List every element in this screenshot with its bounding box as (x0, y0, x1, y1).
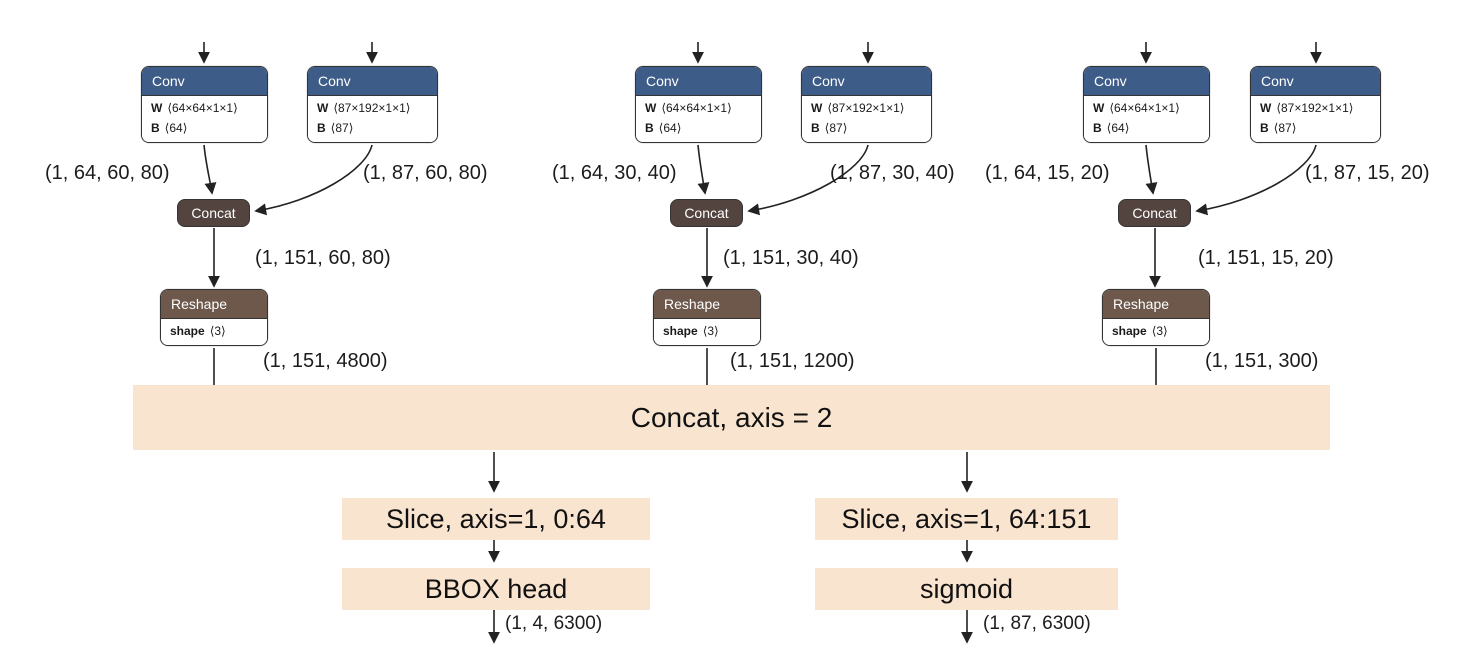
param-value: ⟨87⟩ (330, 121, 354, 135)
reshape-node-title: Reshape (1103, 290, 1209, 319)
param-value: ⟨64⟩ (1106, 121, 1130, 135)
param-key: W (1093, 101, 1105, 115)
param-value: ⟨3⟩ (1151, 324, 1168, 338)
tensor-shape-label: (1, 87, 60, 80) (363, 162, 488, 184)
tensor-shape-label: (1, 151, 30, 40) (723, 247, 859, 269)
param-value: ⟨3⟩ (209, 324, 226, 338)
bbox-head-box[interactable]: BBOX head (342, 568, 650, 610)
param-value: ⟨64⟩ (164, 121, 188, 135)
conv-node-params: W ⟨87×192×1×1⟩ B ⟨87⟩ (308, 96, 437, 142)
param-key: shape (170, 324, 205, 338)
reshape-node-params: shape ⟨3⟩ (161, 319, 267, 345)
param-key: shape (663, 324, 698, 338)
conv-node-title: Conv (142, 67, 267, 96)
tensor-shape-label: (1, 64, 60, 80) (45, 162, 170, 184)
output-shape-label: (1, 87, 6300) (983, 613, 1091, 634)
param-key: B (811, 121, 820, 135)
sigmoid-box[interactable]: sigmoid (815, 568, 1118, 610)
reshape-node-params: shape ⟨3⟩ (654, 319, 760, 345)
param-value: ⟨64×64×1×1⟩ (1109, 101, 1180, 115)
param-key: B (1260, 121, 1269, 135)
reshape-node[interactable]: Reshape shape ⟨3⟩ (653, 289, 761, 346)
tensor-shape-label: (1, 151, 4800) (263, 350, 388, 372)
param-key: W (1260, 101, 1272, 115)
conv-node-params: W ⟨64×64×1×1⟩ B ⟨64⟩ (142, 96, 267, 142)
param-key: B (317, 121, 326, 135)
conv-node-title: Conv (308, 67, 437, 96)
param-key: W (645, 101, 657, 115)
reshape-node[interactable]: Reshape shape ⟨3⟩ (160, 289, 268, 346)
param-value: ⟨3⟩ (702, 324, 719, 338)
param-value: ⟨87×192×1×1⟩ (1276, 101, 1354, 115)
param-value: ⟨87×192×1×1⟩ (827, 101, 905, 115)
slice-box[interactable]: Slice, axis=1, 0:64 (342, 498, 650, 540)
conv-node-params: W ⟨87×192×1×1⟩ B ⟨87⟩ (802, 96, 931, 142)
reshape-node-title: Reshape (161, 290, 267, 319)
edge-conv-concat (1145, 144, 1158, 195)
slice-box[interactable]: Slice, axis=1, 64:151 (815, 498, 1118, 540)
tensor-shape-label: (1, 151, 1200) (730, 350, 855, 372)
conv-node-params: W ⟨64×64×1×1⟩ B ⟨64⟩ (636, 96, 761, 142)
param-value: ⟨87⟩ (1273, 121, 1297, 135)
concat-node[interactable]: Concat (1118, 199, 1191, 227)
conv-node[interactable]: Conv W ⟨64×64×1×1⟩ B ⟨64⟩ (635, 66, 762, 143)
tensor-shape-label: (1, 64, 30, 40) (552, 162, 677, 184)
tensor-shape-label: (1, 151, 300) (1205, 350, 1319, 372)
conv-node-title: Conv (1084, 67, 1209, 96)
param-key: B (645, 121, 654, 135)
param-key: B (151, 121, 160, 135)
conv-node-params: W ⟨64×64×1×1⟩ B ⟨64⟩ (1084, 96, 1209, 142)
concat-node[interactable]: Concat (177, 199, 250, 227)
param-value: ⟨64×64×1×1⟩ (167, 101, 238, 115)
tensor-shape-label: (1, 64, 15, 20) (985, 162, 1110, 184)
edge-conv-concat (254, 144, 373, 216)
param-value: ⟨64×64×1×1⟩ (661, 101, 732, 115)
tensor-shape-label: (1, 87, 30, 40) (830, 162, 955, 184)
conv-node[interactable]: Conv W ⟨87×192×1×1⟩ B ⟨87⟩ (801, 66, 932, 143)
param-key: W (317, 101, 329, 115)
edge-conv-concat (697, 144, 710, 195)
output-shape-label: (1, 4, 6300) (505, 613, 603, 634)
param-key: W (811, 101, 823, 115)
param-key: W (151, 101, 163, 115)
conv-node[interactable]: Conv W ⟨64×64×1×1⟩ B ⟨64⟩ (141, 66, 268, 143)
tensor-shape-label: (1, 87, 15, 20) (1305, 162, 1430, 184)
conv-node-title: Conv (802, 67, 931, 96)
conv-node[interactable]: Conv W ⟨64×64×1×1⟩ B ⟨64⟩ (1083, 66, 1210, 143)
concat-node[interactable]: Concat (670, 199, 743, 227)
reshape-node-params: shape ⟨3⟩ (1103, 319, 1209, 345)
conv-node-params: W ⟨87×192×1×1⟩ B ⟨87⟩ (1251, 96, 1380, 142)
reshape-node-title: Reshape (654, 290, 760, 319)
reshape-node[interactable]: Reshape shape ⟨3⟩ (1102, 289, 1210, 346)
edge-conv-concat (747, 144, 869, 216)
param-key: shape (1112, 324, 1147, 338)
param-value: ⟨87×192×1×1⟩ (333, 101, 411, 115)
param-value: ⟨87⟩ (824, 121, 848, 135)
conv-node-title: Conv (1251, 67, 1380, 96)
tensor-shape-label: (1, 151, 15, 20) (1198, 247, 1334, 269)
conv-node-title: Conv (636, 67, 761, 96)
tensor-shape-label: (1, 151, 60, 80) (255, 247, 391, 269)
merge-concat-bar[interactable]: Concat, axis = 2 (133, 385, 1330, 450)
conv-node[interactable]: Conv W ⟨87×192×1×1⟩ B ⟨87⟩ (307, 66, 438, 143)
edge-conv-concat (203, 144, 217, 195)
param-value: ⟨64⟩ (658, 121, 682, 135)
param-key: B (1093, 121, 1102, 135)
conv-node[interactable]: Conv W ⟨87×192×1×1⟩ B ⟨87⟩ (1250, 66, 1381, 143)
edge-conv-concat (1195, 144, 1317, 216)
